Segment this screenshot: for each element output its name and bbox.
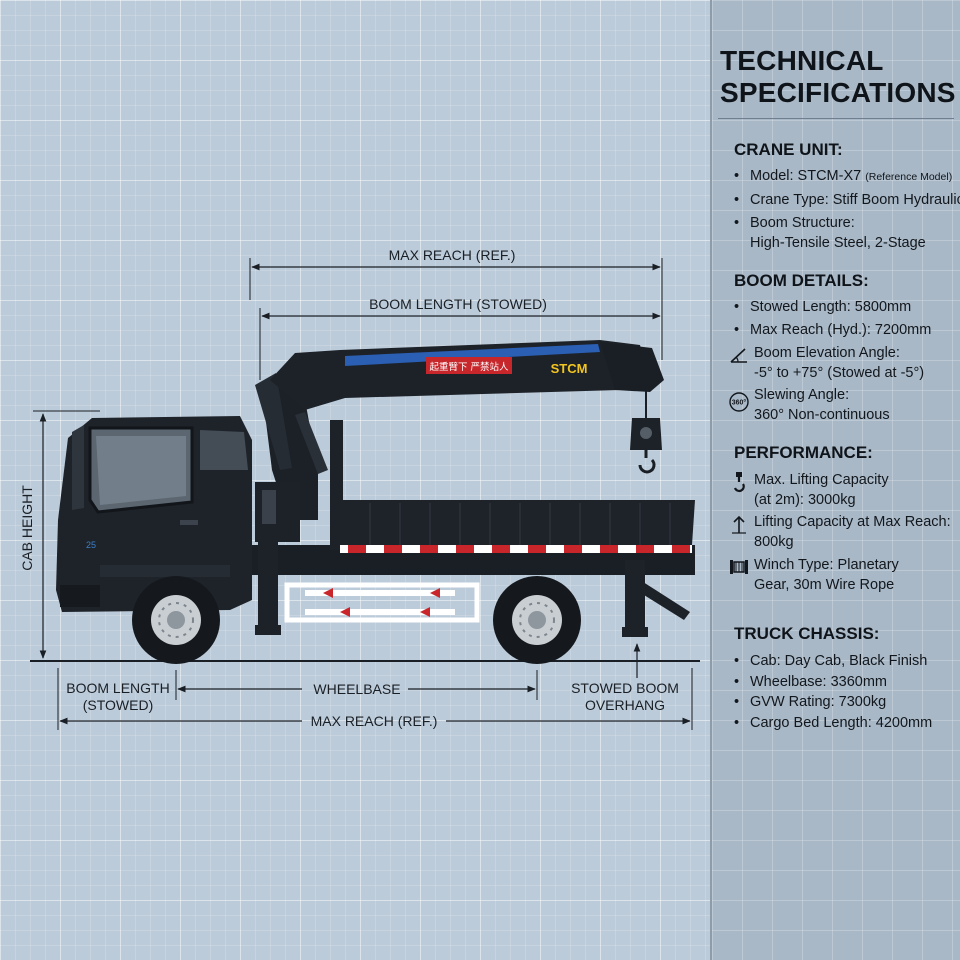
truck-crane-drawing: MAX REACH (REF.) BOOM LENGTH (STOWED) CA…: [19, 247, 700, 730]
boom-brand: STCM: [551, 361, 588, 376]
cab-value: Cab: Day Cab, Black Finish: [750, 653, 928, 669]
cab-height-label: CAB HEIGHT: [19, 485, 35, 571]
boom-details-heading: BOOM DETAILS:: [734, 271, 869, 290]
boom-warning-text: 起重臂下 严禁站人: [429, 361, 509, 373]
boom-length-label-bottom-1: BOOM LENGTH: [66, 680, 169, 696]
spec-max-reach: • Max Reach (Hyd.): 7200mm: [734, 320, 960, 340]
gvw-value: GVW Rating: 7300kg: [750, 694, 887, 710]
slewing-line-1: Slewing Angle:: [754, 387, 850, 403]
rear-wheel: [493, 576, 581, 664]
max-lift-line-1: Max. Lifting Capacity: [754, 472, 889, 488]
model-value: Model: STCM-X7: [750, 168, 862, 184]
angle-icon: [730, 348, 747, 363]
boom-structure-line-1: Boom Structure:: [750, 215, 855, 231]
spec-stowed-length: • Stowed Length: 5800mm: [734, 297, 960, 317]
reach-arrow-icon: [732, 515, 746, 534]
max-reach-value: Max Reach (Hyd.): 7200mm: [750, 322, 932, 338]
winch-icon: [730, 560, 748, 574]
elevation-line-2: -5° to +75° (Stowed at -5°): [754, 365, 925, 381]
front-wheel: [132, 576, 220, 664]
performance-heading: PERFORMANCE:: [734, 443, 873, 462]
title-line-2: SPECIFICATIONS: [720, 77, 956, 108]
cab-badge: 25: [86, 540, 96, 550]
wheelbase-value: Wheelbase: 3360mm: [750, 674, 888, 690]
truck-chassis-heading: TRUCK CHASSIS:: [734, 624, 880, 643]
truck-cab: 25: [56, 416, 252, 612]
dimension-stowed-overhang: STOWED BOOM OVERHANG: [571, 643, 679, 713]
spec-cab: • Cab: Day Cab, Black Finish: [734, 651, 960, 671]
reach-lift-line-1: Lifting Capacity at Max Reach:: [754, 514, 951, 530]
title-divider: [718, 118, 954, 119]
spec-winch: Winch Type: Planetary Gear, 30m Wire Rop…: [730, 555, 960, 595]
spec-max-lifting: Max. Lifting Capacity (at 2m): 3000kg: [733, 470, 960, 510]
hook-icon: [733, 472, 745, 493]
dimension-wheelbase: WHEELBASE: [175, 670, 538, 700]
bed-length-value: Cargo Bed Length: 4200mm: [750, 715, 933, 731]
cargo-bed: [240, 420, 695, 637]
spec-reach-lifting: Lifting Capacity at Max Reach: 800kg: [732, 512, 960, 552]
spec-wheelbase: • Wheelbase: 3360mm: [734, 672, 960, 692]
dimension-boom-length-bottom: BOOM LENGTH (STOWED): [66, 680, 169, 713]
crane-type-value: Crane Type: Stiff Boom Hydraulic: [750, 192, 960, 208]
max-reach-label-bottom: MAX REACH (REF.): [311, 713, 438, 729]
stowed-length-value: Stowed Length: 5800mm: [750, 299, 912, 315]
max-reach-label-top: MAX REACH (REF.): [389, 247, 516, 263]
title-line-1: TECHNICAL: [720, 45, 884, 76]
technical-drawing: MAX REACH (REF.) BOOM LENGTH (STOWED) CA…: [0, 0, 710, 960]
spec-slewing-angle: 360° Slewing Angle: 360° Non-continuous: [729, 385, 960, 425]
max-lift-line-2: (at 2m): 3000kg: [754, 492, 856, 508]
specifications-title: TECHNICAL SPECIFICATIONS: [720, 45, 956, 109]
spec-boom-structure: • Boom Structure: High-Tensile Steel, 2-…: [734, 213, 960, 253]
dimension-max-reach-top: MAX REACH (REF.): [249, 247, 663, 360]
boom-length-label-top: BOOM LENGTH (STOWED): [369, 296, 547, 312]
reach-lift-line-2: 800kg: [754, 534, 794, 550]
dimension-cab-height: CAB HEIGHT: [19, 410, 100, 659]
360-rotation-icon: 360°: [729, 392, 749, 412]
spec-gvw: • GVW Rating: 7300kg: [734, 692, 960, 712]
boom-structure-line-2: High-Tensile Steel, 2-Stage: [750, 235, 926, 251]
overhang-label-2: OVERHANG: [585, 697, 665, 713]
crane-boom: 起重臂下 严禁站人 STCM: [255, 340, 664, 542]
winch-line-1: Winch Type: Planetary: [754, 557, 899, 573]
dimension-boom-length-top: BOOM LENGTH (STOWED): [259, 296, 661, 380]
crane-unit-heading: CRANE UNIT:: [734, 140, 843, 159]
spec-bed-length: • Cargo Bed Length: 4200mm: [734, 713, 960, 733]
dimension-max-reach-bottom: MAX REACH (REF.): [57, 668, 693, 730]
spec-elevation-angle: Boom Elevation Angle: -5° to +75° (Stowe…: [730, 343, 960, 383]
slewing-line-2: 360° Non-continuous: [754, 407, 890, 423]
boom-length-label-bottom-2: (STOWED): [83, 697, 154, 713]
specifications-panel: TECHNICAL SPECIFICATIONS CRANE UNIT: • M…: [710, 0, 960, 960]
winch-line-2: Gear, 30m Wire Rope: [754, 577, 895, 593]
overhang-label-1: STOWED BOOM: [571, 680, 679, 696]
elevation-line-1: Boom Elevation Angle:: [754, 345, 900, 361]
spec-model: • Model: STCM-X7 (Reference Model): [734, 168, 953, 184]
model-note: (Reference Model): [865, 171, 953, 183]
wheelbase-label: WHEELBASE: [313, 681, 400, 697]
boom-warning-sign: [426, 357, 512, 374]
svg-text:360°: 360°: [732, 399, 747, 407]
spec-crane-type: • Crane Type: Stiff Boom Hydraulic: [734, 192, 960, 208]
